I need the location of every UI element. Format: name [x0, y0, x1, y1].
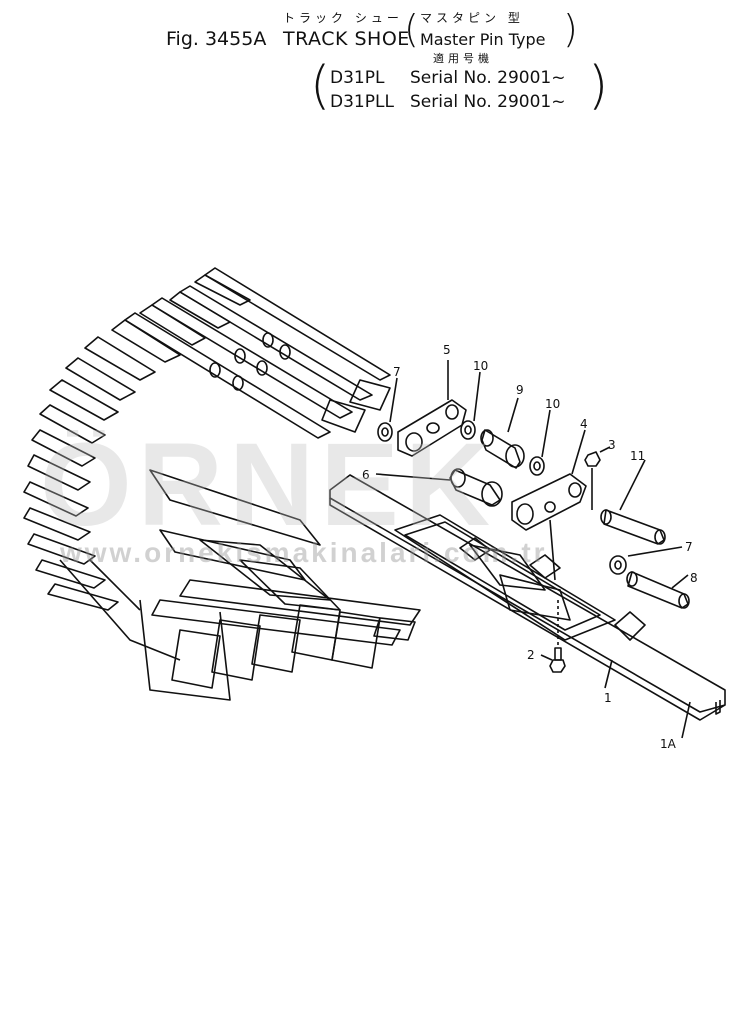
callout-7b: 7 [685, 540, 693, 554]
callout-8: 8 [690, 571, 698, 585]
callout-3: 3 [608, 438, 616, 452]
figure-number: Fig. 3455A [166, 28, 267, 50]
part-4-link [511, 429, 587, 581]
title-japanese: トラック シュー [283, 11, 403, 25]
paren-left: ( [404, 7, 419, 51]
serial-paren-left: ( [310, 56, 331, 116]
type-japanese: マスタピン 型 [420, 11, 524, 25]
serial-2: Serial No. 29001~ [410, 92, 566, 112]
callout-1a: 1A [660, 737, 677, 751]
part-11-pin [600, 459, 666, 545]
paren-right: ) [563, 7, 578, 51]
part-3-nut [584, 446, 611, 510]
part-6-bushing [375, 468, 503, 507]
callout-1: 1 [604, 691, 612, 705]
part-2-bolt [540, 600, 566, 673]
track-chain [23, 267, 421, 701]
part-10-washer [460, 371, 551, 476]
callout-6: 6 [362, 468, 370, 482]
callout-2: 2 [527, 648, 535, 662]
part-1-track-shoe [329, 474, 726, 739]
part-5-master-link [397, 360, 467, 457]
callout-4: 4 [580, 417, 588, 431]
callout-10b: 10 [545, 397, 560, 411]
part-9-bushing [480, 397, 525, 469]
part-7-washer [377, 377, 683, 575]
page-title: TRACK SHOE [283, 28, 410, 50]
callout-10a: 10 [473, 359, 488, 373]
callout-9: 9 [516, 383, 524, 397]
callout-11: 11 [630, 449, 645, 463]
type-english: Master Pin Type [420, 30, 546, 49]
applicable-machines-label: 適用号機 [433, 52, 493, 65]
model-2: D31PLL [330, 92, 394, 112]
callout-labels: 5 7 10 9 10 4 3 11 6 7 8 2 1 1A [362, 343, 698, 751]
serial-1: Serial No. 29001~ [410, 68, 566, 88]
serial-paren-right: ) [588, 56, 609, 116]
model-1: D31PL [330, 68, 385, 88]
callout-5: 5 [443, 343, 451, 357]
callout-7a: 7 [393, 365, 401, 379]
part-8-pin [626, 571, 690, 609]
